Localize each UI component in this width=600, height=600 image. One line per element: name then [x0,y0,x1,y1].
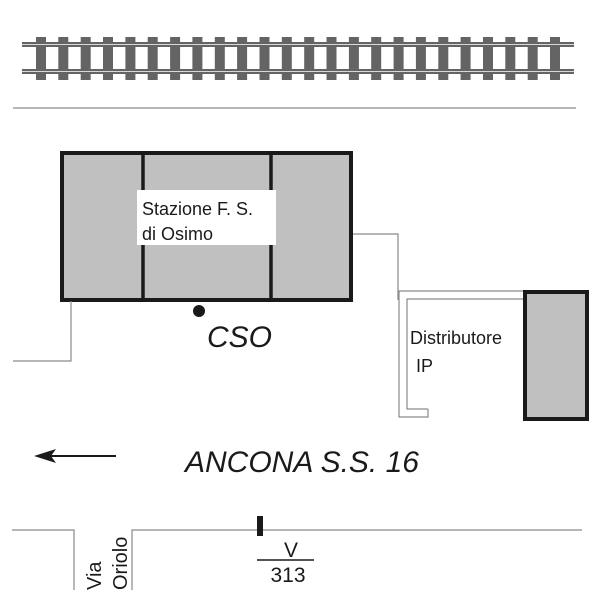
railway-tie [393,37,404,80]
fuel-station-access [398,290,524,418]
railway-tie [460,37,471,80]
access-outer-line [398,290,524,418]
road-marker-denominator: 313 [270,564,305,587]
road-marker-tick[interactable] [257,516,263,536]
railway-tie [527,37,538,80]
railway-tie [483,37,493,80]
road-marker-numerator: V [284,539,298,562]
railway-tie [58,37,69,80]
railway-tie [214,37,225,80]
railway-tie [438,37,449,80]
railway-tie [550,37,560,80]
railway-tie [125,37,136,80]
direction-label: ANCONA S.S. 16 [183,446,419,479]
railway-ties [36,37,560,80]
cso-label: CSO [207,321,272,354]
fuel-station-label-line1: Distributore [410,328,502,348]
station-building[interactable]: Stazione F. S. di Osimo [60,151,353,302]
railway-tie [80,37,91,80]
railway-tie [103,37,113,80]
arrow-left-icon [34,449,116,463]
left-access-path [13,301,72,362]
railway-tie [505,37,516,80]
railway-track [22,37,574,80]
railway-tie [326,37,337,80]
railway-tie [304,37,315,80]
fuel-station-building [523,290,589,421]
railway-tie [147,37,158,80]
railway-tie [371,37,382,80]
road-edge-right [131,529,582,590]
railway-tie [192,37,203,80]
railway-tie [348,37,359,80]
fuel-station[interactable] [523,290,589,421]
street-name-line1: Via [84,561,106,590]
railway-tie [237,37,248,80]
railway-tie [415,37,426,80]
railway-tie [36,37,46,80]
railway-tie [281,37,292,80]
fuel-station-label-line2: IP [416,356,433,376]
railway-tie [170,37,181,80]
station-to-fuel-path [353,233,399,300]
station-label-box [137,190,276,245]
station-name-line2: di Osimo [142,224,213,244]
cso-location-dot[interactable] [193,305,205,317]
street-name-line2: Oriolo [110,537,132,590]
station-name-line1: Stazione F. S. [142,199,253,219]
road-edge-left [12,529,75,590]
access-inner-line [406,298,524,410]
railway-tie [259,37,270,80]
